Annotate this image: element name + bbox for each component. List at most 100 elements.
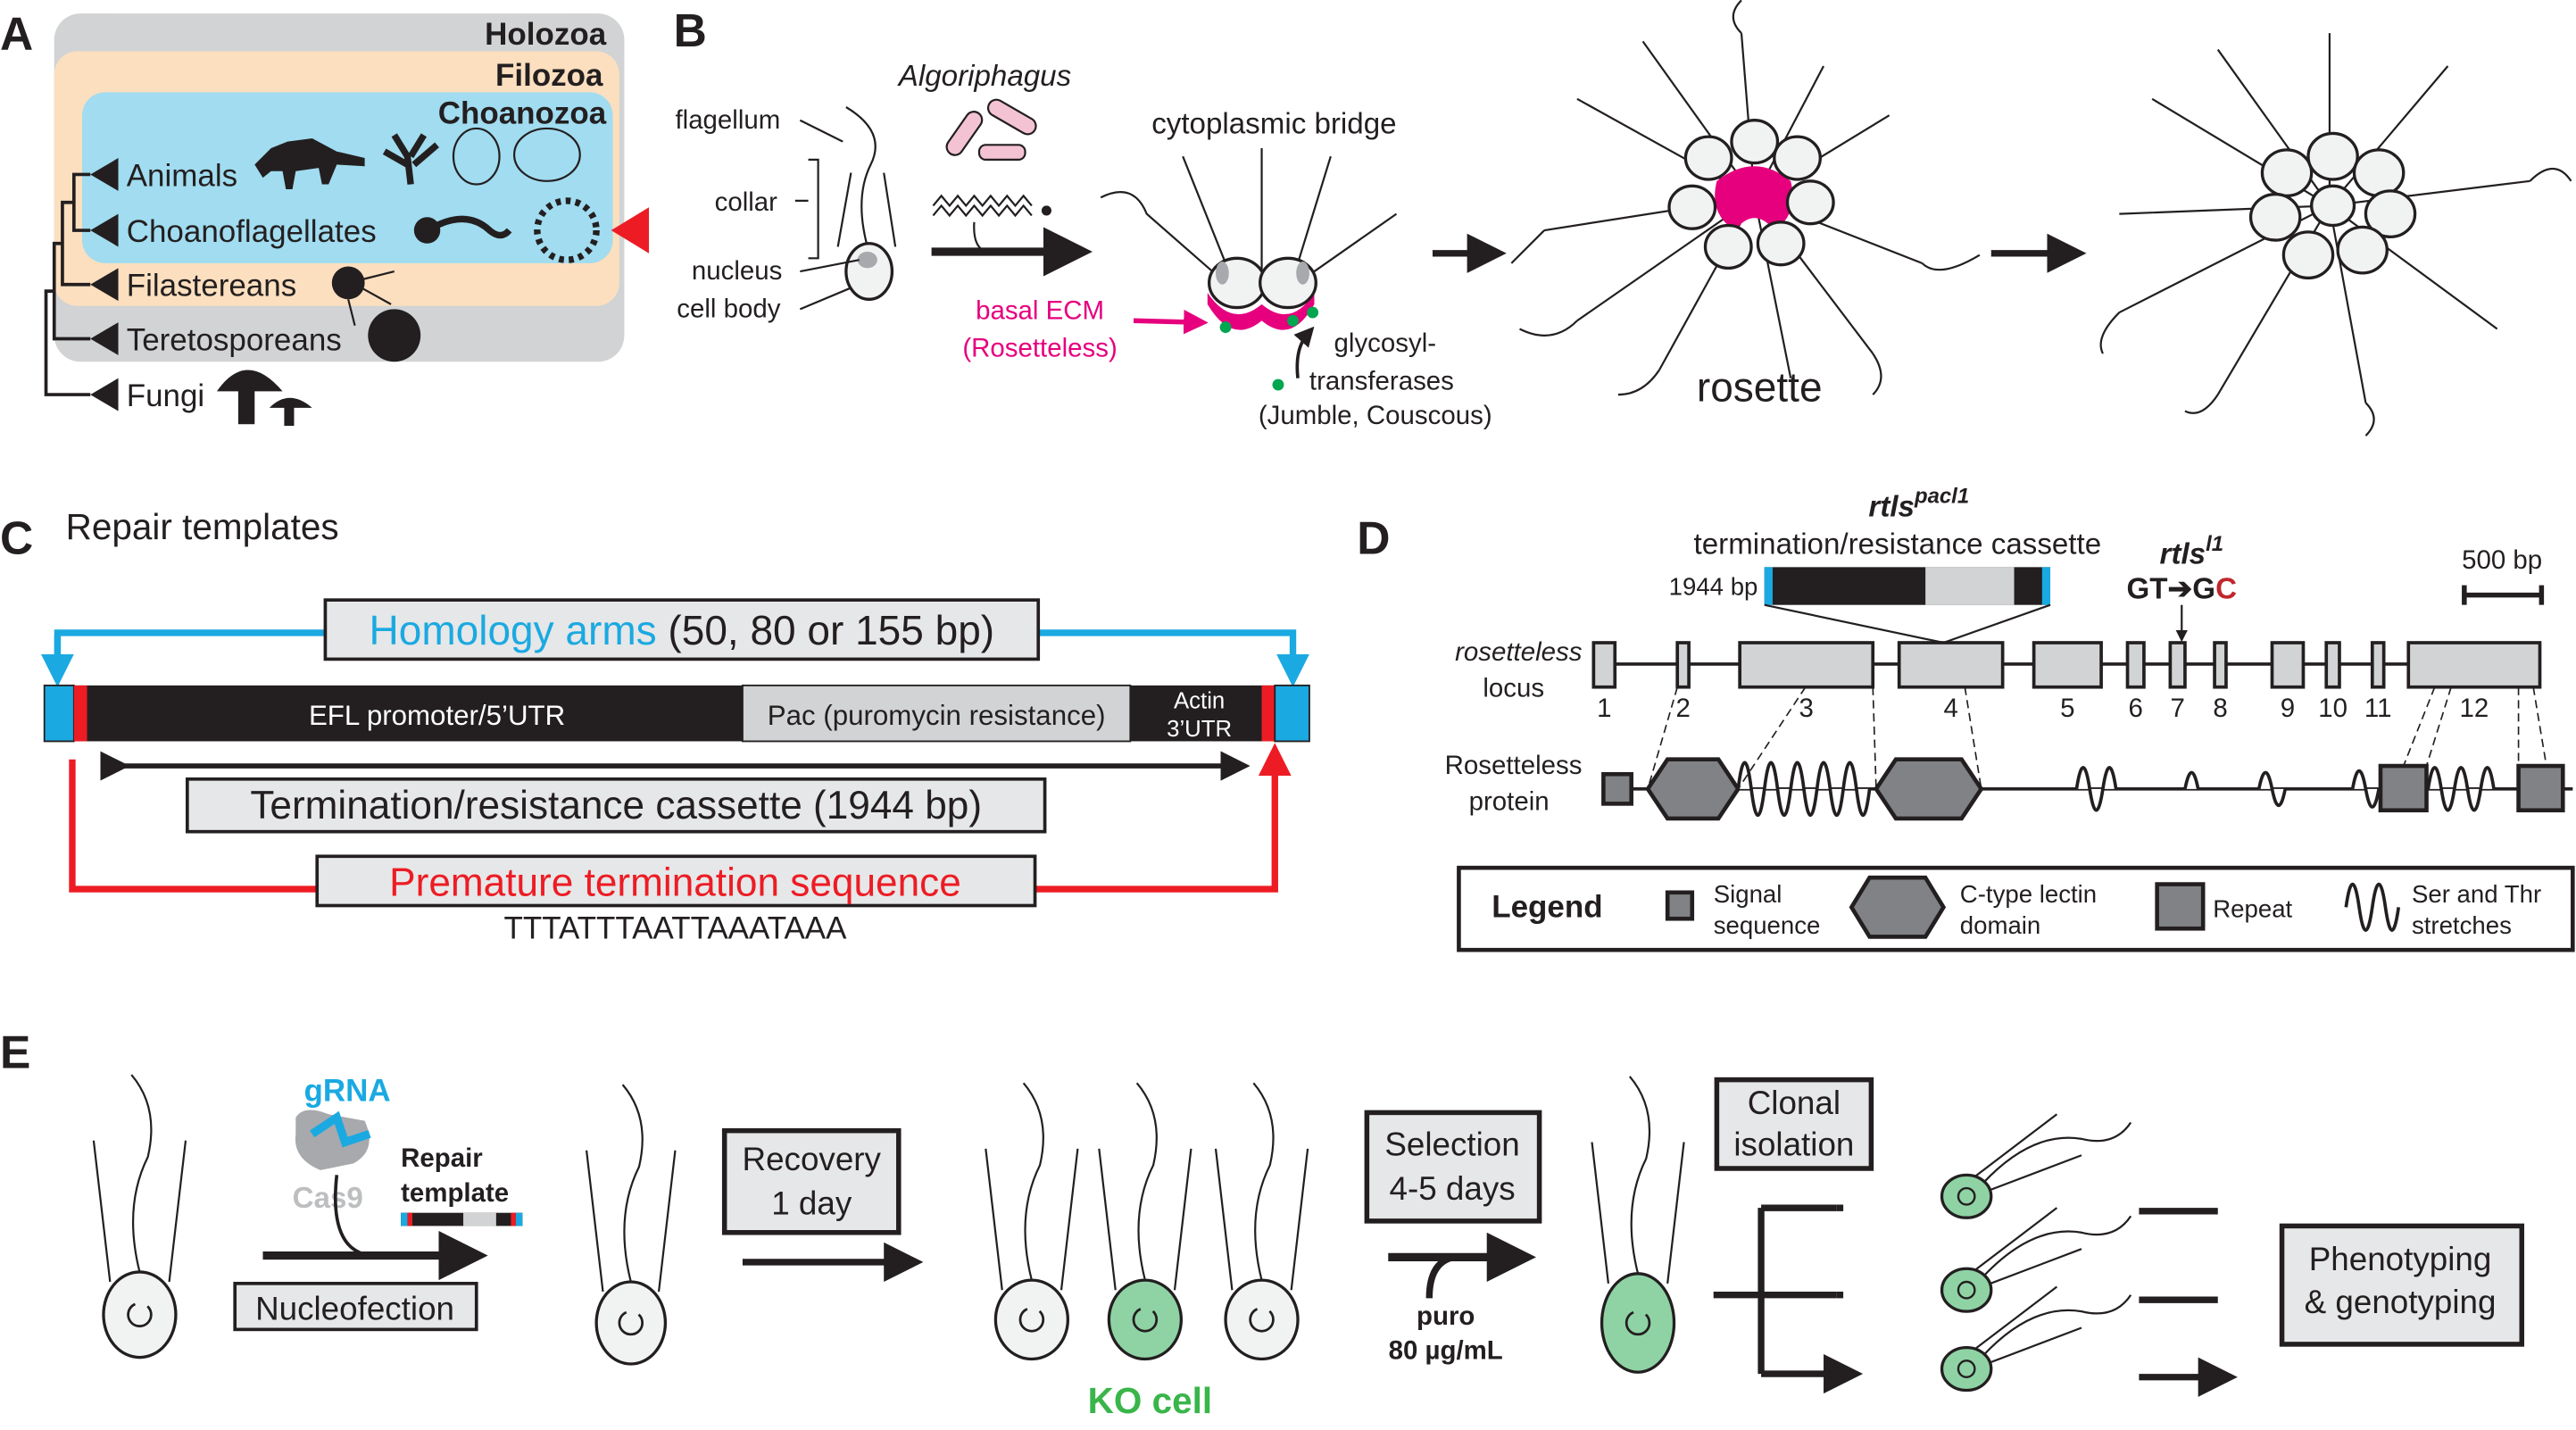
taxon-animals: Animals	[127, 158, 237, 193]
termination-bracket	[69, 760, 1275, 893]
exon-9	[2270, 641, 2306, 689]
pheno-label-1: Phenotyping	[2309, 1241, 2492, 1277]
repair-template-icon	[401, 1212, 523, 1226]
legend-lectin-icon	[1849, 875, 1947, 939]
tree-tip-triangles	[90, 158, 119, 412]
collar-icon	[836, 172, 897, 247]
label-rosette: rosette	[1697, 363, 1823, 410]
exon-number: 5	[2060, 694, 2074, 723]
ko-cell	[1098, 1082, 1192, 1361]
exon-number: 8	[2213, 694, 2227, 723]
mature-rosette-icon	[2099, 33, 2572, 436]
pac-label: Pac (puromycin resistance)	[768, 700, 1106, 731]
panel-a: A Holozoa Filozoa Choanozoa Animals Choa…	[0, 8, 650, 427]
cas9-label: Cas9	[293, 1182, 363, 1215]
clonal-label-2: isolation	[1733, 1126, 1854, 1162]
legend-ser-thr-icon	[2344, 883, 2401, 932]
exon-1	[1591, 641, 1617, 689]
locus-label-2: locus	[1483, 674, 1544, 703]
scale-bar	[2462, 585, 2545, 605]
ser-thr-stretches	[1736, 761, 2496, 818]
legend-signal-2: sequence	[1714, 911, 1821, 939]
panel-label-d: D	[1357, 512, 1390, 564]
clade-choanozoa: Choanozoa	[438, 96, 607, 130]
nucleofection-label: Nucleofection	[255, 1290, 454, 1326]
exon-number: 4	[1943, 694, 1957, 723]
exon-6	[2125, 641, 2146, 689]
legend-repeat-icon	[2155, 882, 2206, 931]
bacteria-icon	[945, 98, 1037, 161]
premature-termination-box	[315, 854, 1037, 908]
panel-label-a: A	[0, 8, 33, 60]
cassette-bar	[1764, 567, 2051, 605]
phylogenetic-tree	[44, 172, 91, 396]
utr-label: 3’UTR	[1167, 717, 1232, 742]
grna-icon	[310, 1110, 371, 1148]
choanoflagellate-icon	[413, 217, 441, 244]
recovery-label-2: 1 day	[771, 1185, 852, 1222]
allele-pacl1: rtlspacl1	[1868, 485, 1969, 524]
exon-8	[2213, 641, 2228, 689]
panel-label-c: C	[0, 512, 33, 564]
mutation-label: GT➔GC	[2127, 572, 2238, 605]
recovery-label-1: Recovery	[743, 1141, 882, 1177]
exon-10	[2324, 641, 2341, 689]
mushroom-icon	[216, 370, 312, 427]
locus-label-1: rosetteless	[1455, 637, 1583, 667]
scale-bar-label: 500 bp	[2462, 545, 2542, 575]
cell-body-icon	[844, 242, 894, 301]
panel-b: B Algoriphagus flagellum collar nucleus …	[674, 0, 2572, 436]
stegosaurus-icon	[254, 137, 365, 190]
clonal-split-arrows	[1713, 1204, 1837, 1377]
legend-st-2: stretches	[2412, 911, 2512, 939]
repair-label-1: Repair	[401, 1143, 483, 1173]
efl-promoter-label: EFL promoter/5’UTR	[309, 700, 565, 731]
bacteria-label: Algoriphagus	[897, 60, 1071, 93]
cassette-title: termination/resistance cassette	[1694, 528, 2102, 561]
grna-label: gRNA	[304, 1074, 391, 1109]
clade-filozoa: Filozoa	[495, 58, 603, 93]
exon-number: 12	[2460, 694, 2489, 723]
label-jumble-couscous: (Jumble, Couscous)	[1259, 401, 1492, 430]
nucleofection-box	[233, 1281, 478, 1332]
clonal-label-1: Clonal	[1748, 1085, 1841, 1121]
clonal-ko-cell	[1940, 1113, 2132, 1219]
label-glycosyl: glycosyl-	[1334, 328, 1437, 358]
sponge-icon	[382, 133, 439, 185]
premature-termination-label: Premature termination sequence	[389, 860, 961, 904]
cassette-size: 1944 bp	[1669, 573, 1758, 601]
selection-label-2: 4-5 days	[1389, 1170, 1515, 1207]
label-rosetteless: (Rosetteless)	[962, 334, 1117, 363]
selection-label-1: Selection	[1384, 1126, 1519, 1162]
phenotyping-arrows	[2139, 1208, 2217, 1377]
protein-label-2: protein	[1469, 787, 1550, 817]
termination-sequence: TTTATTTAATTAAATAAA	[503, 910, 847, 945]
label-collar: collar	[715, 187, 778, 217]
lectin-domain-1	[1645, 757, 1741, 821]
exon-11	[2370, 641, 2386, 689]
label-flagellum: flagellum	[675, 105, 780, 135]
cassette-label: Termination/resistance cassette (1944 bp…	[250, 784, 982, 827]
nucleofected-cell	[585, 1084, 677, 1366]
clonal-ko-cell	[1940, 1285, 2132, 1393]
label-nucleus: nucleus	[692, 256, 782, 286]
lectin-domain-2	[1874, 757, 1984, 821]
wild-type-cell	[92, 1074, 187, 1359]
label-cell-body: cell body	[677, 295, 780, 324]
signal-sequence-domain	[1601, 771, 1633, 806]
legend-lectin-1: C-type lectin	[1960, 880, 2097, 908]
label-transferases: transferases	[1309, 367, 1454, 396]
exons	[1591, 641, 2542, 689]
exon-number: 10	[2318, 694, 2347, 723]
glycosyltransferase-icons	[1219, 306, 1319, 391]
exon-3	[1738, 641, 1875, 689]
selection-box	[1364, 1110, 1542, 1224]
homology-arms-box	[323, 598, 1041, 661]
label-cytoplasmic-bridge: cytoplasmic bridge	[1151, 107, 1396, 140]
exon-number: 7	[2170, 694, 2184, 723]
filasterean-icon	[331, 266, 365, 300]
exon-2	[1675, 641, 1691, 689]
recovery-box	[721, 1127, 902, 1235]
taxon-filastereans: Filastereans	[127, 269, 296, 303]
